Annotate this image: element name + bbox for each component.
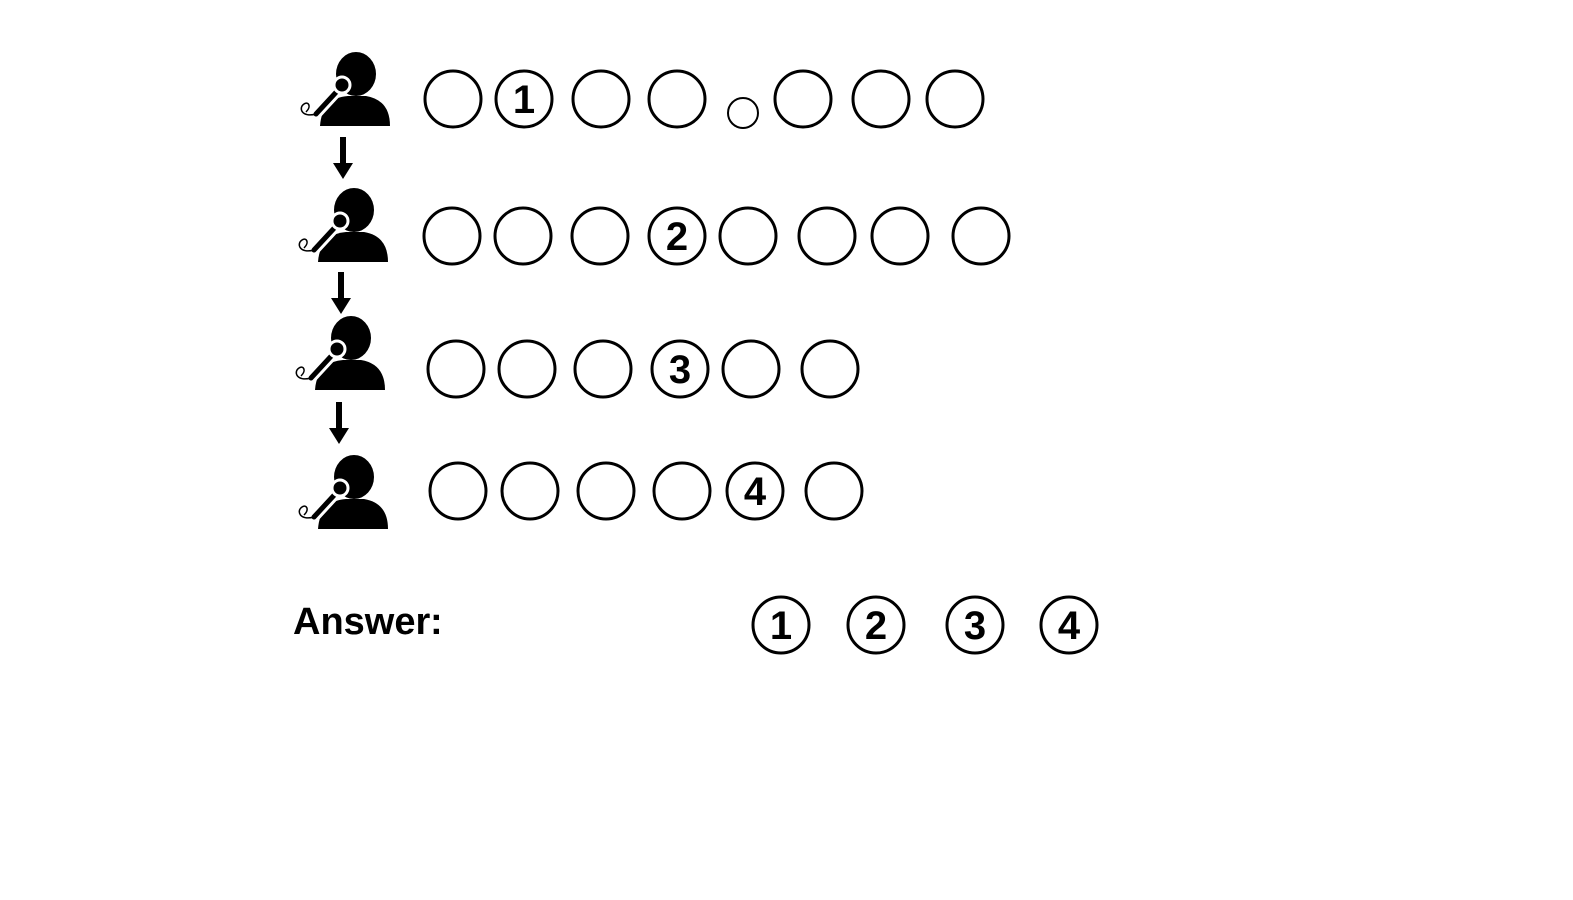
empty-circle	[576, 461, 636, 521]
empty-circle	[925, 69, 985, 129]
answer-colon: :	[430, 601, 443, 643]
answer-option-3[interactable]: 3	[945, 595, 1005, 655]
circle-row-4: 4	[428, 461, 864, 521]
empty-circle	[571, 69, 631, 129]
empty-circle	[426, 339, 486, 399]
answer-option-number: 3	[964, 604, 986, 648]
empty-circle	[951, 206, 1011, 266]
empty-circle	[870, 206, 930, 266]
numbered-circle	[650, 339, 710, 399]
empty-circle	[570, 206, 630, 266]
person-with-microphone-icon	[301, 52, 390, 126]
arrow-down-icon	[333, 137, 353, 179]
empty-circle	[721, 339, 781, 399]
arrow-down-icon	[331, 272, 351, 314]
empty-circle	[647, 69, 707, 129]
empty-circle	[804, 461, 864, 521]
circle-row-3: 3	[426, 339, 860, 399]
answer-option-circle[interactable]	[945, 595, 1005, 655]
empty-circle	[851, 69, 911, 129]
answer-option-circle[interactable]	[846, 595, 906, 655]
answer-options: 1 2 3 4	[751, 595, 1099, 655]
answer-option-number: 4	[1058, 604, 1081, 648]
empty-circle	[493, 206, 553, 266]
answer-option-1[interactable]: 1	[751, 595, 811, 655]
circle-row-1: 1	[423, 69, 985, 129]
empty-circle	[652, 461, 712, 521]
empty-circle	[423, 69, 483, 129]
empty-circle	[573, 339, 633, 399]
circle-number: 1	[513, 78, 535, 122]
answer-option-4[interactable]: 4	[1039, 595, 1099, 655]
empty-circle	[800, 339, 860, 399]
circle-number: 3	[669, 348, 691, 392]
arrow-down-icon	[329, 402, 349, 444]
empty-circle	[497, 339, 557, 399]
answer-option-number: 1	[770, 604, 792, 648]
circle-number: 2	[666, 215, 688, 259]
empty-circle	[428, 461, 488, 521]
numbered-circle	[647, 206, 707, 266]
numbered-circle	[494, 69, 554, 129]
empty-circle	[500, 461, 560, 521]
person-with-microphone-icon	[296, 316, 385, 390]
answer-option-circle[interactable]	[751, 595, 811, 655]
empty-circle	[718, 206, 778, 266]
numbered-circle	[725, 461, 785, 521]
circle-number: 4	[744, 470, 767, 514]
small-circle	[727, 97, 759, 129]
empty-circle	[797, 206, 857, 266]
empty-circle	[773, 69, 833, 129]
empty-circle	[422, 206, 482, 266]
circle-row-2: 2	[422, 206, 1011, 266]
answer-option-circle[interactable]	[1039, 595, 1099, 655]
answer-label: Answer	[293, 601, 430, 643]
person-with-microphone-icon	[299, 455, 388, 529]
answer-option-number: 2	[865, 604, 887, 648]
person-with-microphone-icon	[299, 188, 388, 262]
answer-option-2[interactable]: 2	[846, 595, 906, 655]
